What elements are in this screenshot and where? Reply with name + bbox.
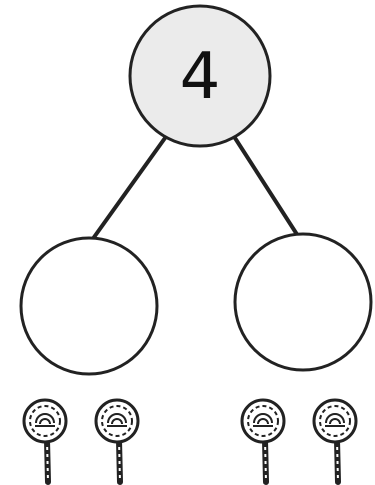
lollipop-icon [96, 400, 138, 482]
part-circle-right [235, 234, 371, 370]
part-circle-right-shape [235, 234, 371, 370]
whole-number: 4 [180, 40, 221, 114]
lollipop-icon [24, 400, 66, 482]
connector-left [92, 138, 165, 240]
whole-circle: 4 [130, 6, 270, 146]
lollipop-counters [24, 400, 356, 482]
part-circle-left [21, 238, 157, 374]
part-circle-left-shape [21, 238, 157, 374]
lollipop-icon [242, 400, 284, 482]
lollipop-icon [314, 400, 356, 482]
connector-right [235, 138, 298, 236]
